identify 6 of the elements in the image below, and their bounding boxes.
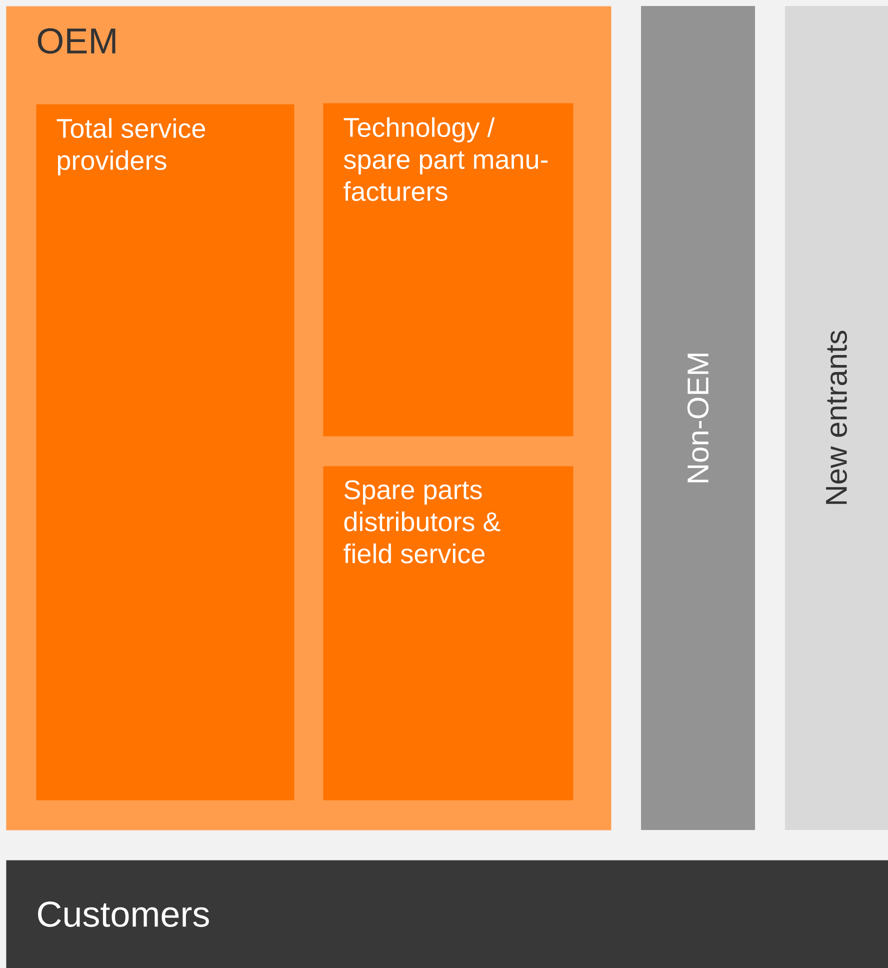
vertical-bar: New entrants	[785, 6, 888, 830]
category-box: Spare parts distributors & field service	[323, 466, 574, 800]
vertical-bar: Non-OEM	[641, 6, 755, 830]
category-box: Technology / spare part manu- facturers	[323, 103, 574, 436]
customer-bar: Customers	[6, 860, 888, 968]
category-box: Total service providers	[36, 104, 294, 800]
